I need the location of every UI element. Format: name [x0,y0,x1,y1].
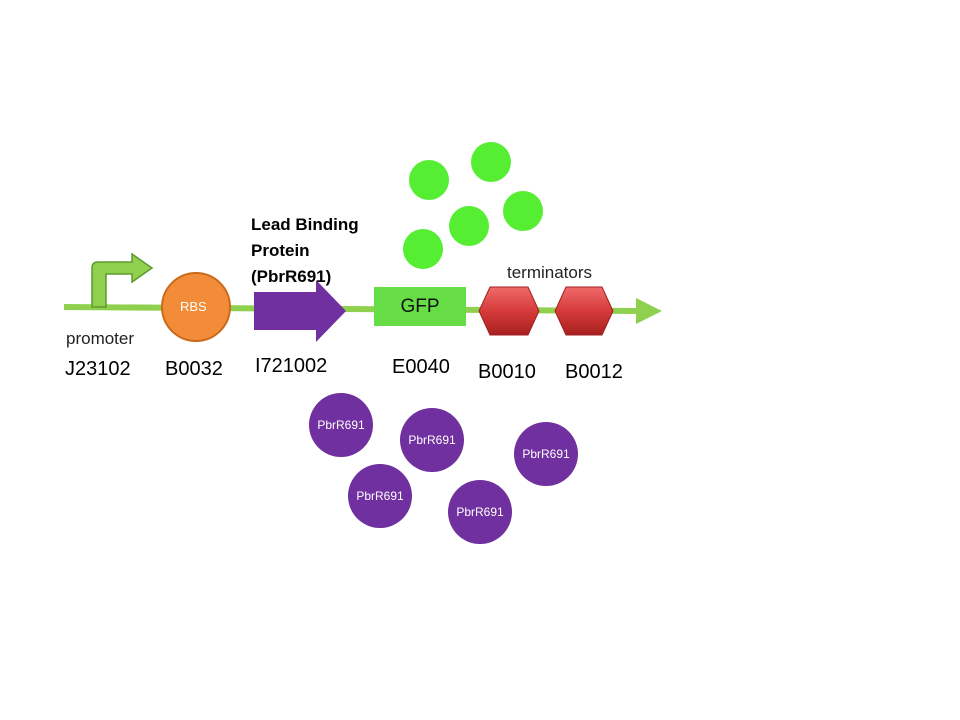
pbr-protein-dot: PbrR691 [309,393,373,457]
cds-arrow [254,280,346,342]
rbs-circle [161,272,231,342]
pbr-protein-label: PbrR691 [522,447,570,461]
terminator2-code: B0012 [565,361,623,383]
terminator1-code: B0010 [478,361,536,383]
gfp-code: E0040 [392,356,450,378]
protein-title-line1: Lead Binding [251,215,359,234]
rbs-code: B0032 [165,358,223,380]
pbr-protein-label: PbrR691 [356,489,404,503]
promoter-code: J23102 [65,358,131,380]
protein-code: I721002 [255,355,328,377]
protein-title: Lead Binding Protein (PbrR691) [251,212,359,290]
pbr-protein-dot: PbrR691 [514,422,578,486]
pbr-protein-label: PbrR691 [317,418,365,432]
gfp-molecule-dot [471,142,511,182]
protein-title-line3: (PbrR691) [251,267,332,286]
protein-title-line2: Protein [251,241,310,260]
pbr-protein-dot: PbrR691 [400,408,464,472]
rbs-label: RBS [180,299,207,314]
pbr-protein-dot: PbrR691 [348,464,412,528]
gfp-molecule-dot [449,206,489,246]
promoter-arrow-icon [91,252,154,308]
dna-backbone [63,304,641,314]
pbr-protein-label: PbrR691 [408,433,456,447]
terminators-label: terminators [507,263,593,282]
gfp-label: GFP [400,295,440,317]
gfp-box: GFP [374,287,466,326]
terminator-hexagon-1 [478,286,540,336]
gfp-molecule-dot [403,229,443,269]
backbone-arrowhead [636,298,662,324]
pbr-protein-dot: PbrR691 [448,480,512,544]
gfp-molecule-dot [503,191,543,231]
terminator-hexagon-2 [554,286,614,336]
promoter-label: promoter [66,329,135,348]
gfp-molecule-dot [409,160,449,200]
pbr-protein-label: PbrR691 [456,505,504,519]
